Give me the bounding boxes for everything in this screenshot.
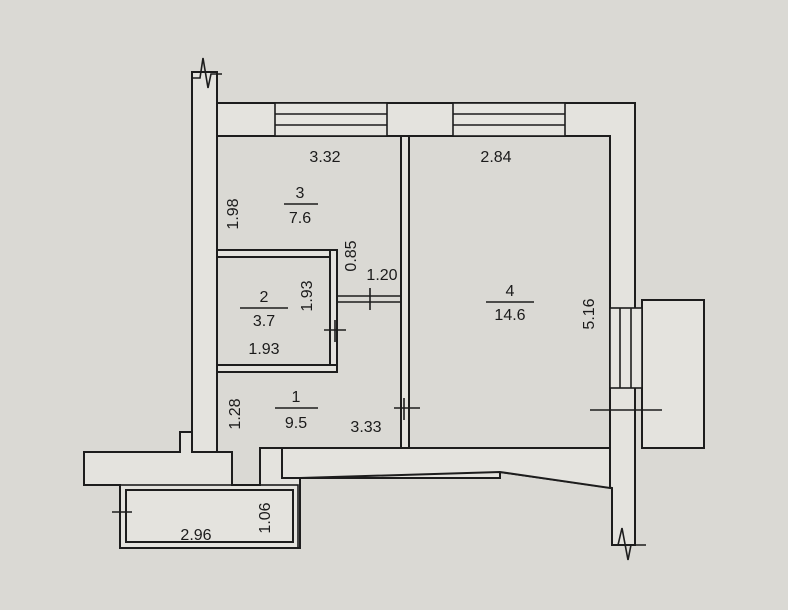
room3-area: 7.6 [289,210,311,227]
balcony-floor [125,489,294,543]
right-balcony [641,299,705,449]
room2-area: 3.7 [253,313,275,330]
dim-hall-width: 3.33 [350,419,381,436]
room1-area: 9.5 [285,415,307,432]
dim-hall-height: 1.28 [227,398,244,429]
dim-passage-height: 0.85 [343,240,360,271]
dim-room3-height: 1.98 [225,198,242,229]
dim-balcony-depth: 1.06 [257,502,274,533]
break-mark-top [192,57,222,89]
dim-room3-width: 3.32 [309,149,340,166]
room2-top-wall [216,249,338,258]
dim-room2-height: 1.93 [299,280,316,311]
dim-room4-width: 2.84 [480,149,511,166]
partition-3-4 [400,135,410,449]
room2-number: 2 [260,289,269,306]
lower-wall [281,447,611,490]
room3-number: 3 [296,185,305,202]
dim-passage-width: 1.20 [366,267,397,284]
left-wall [191,71,218,453]
dim-room4-height: 5.16 [581,298,598,329]
balcony-outline [119,484,299,549]
room4-area: 14.6 [494,307,525,324]
dim-balcony-width: 2.96 [180,527,211,544]
window-top-left [274,102,388,137]
dim-room2-width: 1.93 [248,341,279,358]
room1-number: 1 [292,389,301,406]
window-right [609,307,643,389]
room2-right-wall [329,249,338,373]
room2-bottom-wall [216,364,338,373]
break-mark-bottom [612,527,646,561]
window-top-right [452,102,566,137]
room4-number: 4 [506,283,515,300]
